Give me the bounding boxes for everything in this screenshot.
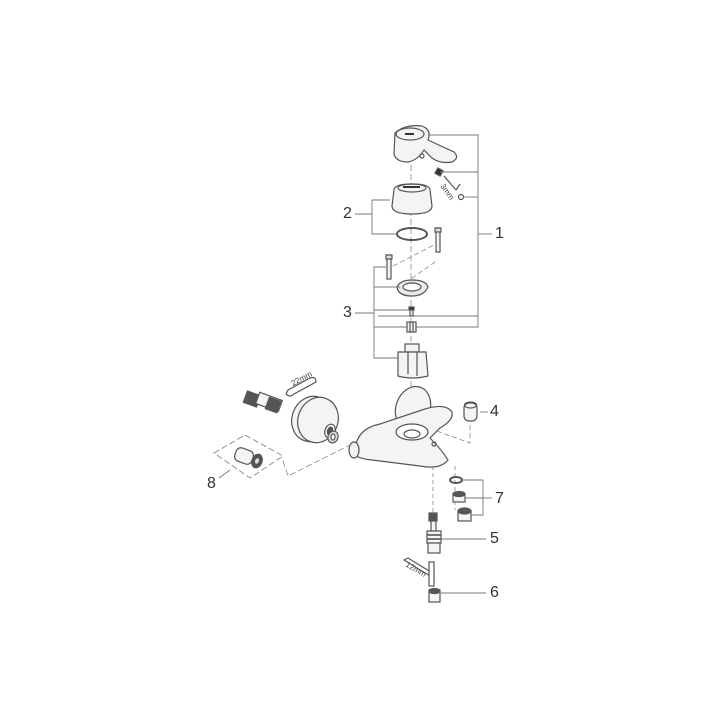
callout-leader-1 bbox=[378, 134, 492, 328]
callout-6: 6 bbox=[490, 584, 499, 601]
allen-key-3mm bbox=[443, 175, 461, 191]
callout-leader-7 bbox=[463, 479, 492, 516]
adapter bbox=[406, 321, 417, 333]
tool-label-3mm: 3mm bbox=[438, 182, 456, 202]
callout-7: 7 bbox=[495, 490, 504, 507]
retaining-ring bbox=[396, 279, 429, 297]
o-ring bbox=[396, 227, 428, 241]
aerator-insert bbox=[452, 490, 466, 503]
eccentric-connector bbox=[242, 390, 284, 414]
cover-cap bbox=[391, 183, 433, 215]
callout-1: 1 bbox=[495, 225, 504, 242]
callout-leader-3 bbox=[355, 266, 409, 359]
allen-key-12mm bbox=[402, 557, 436, 587]
spout-nut bbox=[428, 587, 441, 603]
callout-leader-4-dashed bbox=[436, 425, 471, 444]
connection-axis bbox=[282, 443, 353, 477]
callout-leader-2 bbox=[355, 199, 396, 235]
mixer-body bbox=[348, 385, 453, 468]
plug-cap bbox=[463, 401, 478, 422]
grub-screw bbox=[434, 167, 444, 177]
lever-handle bbox=[393, 125, 458, 164]
diverter bbox=[426, 512, 442, 554]
callout-2: 2 bbox=[343, 205, 352, 222]
fixing-screw-left bbox=[385, 254, 393, 280]
callout-leader-8 bbox=[218, 469, 231, 479]
cartridge bbox=[397, 343, 429, 379]
wrench-22mm bbox=[285, 376, 317, 397]
washer-small bbox=[457, 193, 465, 201]
callout-4: 4 bbox=[490, 403, 499, 420]
s-union-part-8 bbox=[213, 434, 284, 479]
wall-rosette bbox=[291, 395, 339, 444]
callout-3: 3 bbox=[343, 304, 352, 321]
fixing-screw-right bbox=[434, 227, 442, 253]
aerator-housing bbox=[457, 507, 472, 522]
callout-5: 5 bbox=[490, 530, 499, 547]
small-screw bbox=[408, 306, 415, 317]
callout-8: 8 bbox=[207, 475, 216, 492]
aerator-gasket bbox=[449, 476, 463, 484]
